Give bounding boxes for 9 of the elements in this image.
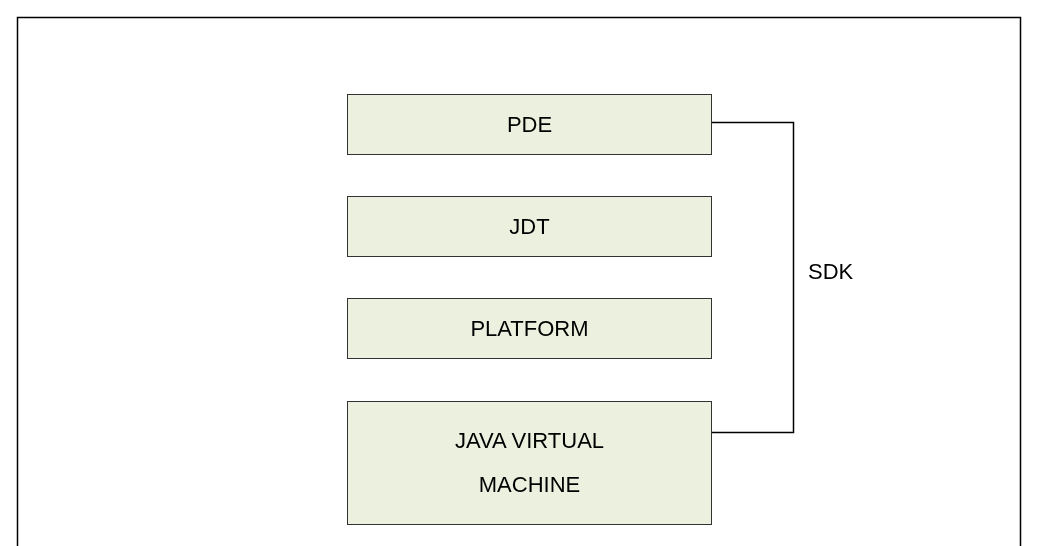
bracket-label: SDK [808, 259, 854, 285]
component-name: JAVA VIRTUAL MACHINE [453, 427, 606, 499]
component-name: PDE [506, 110, 553, 139]
component-name: PLATFORM [470, 314, 589, 343]
component-name: JDT [509, 212, 550, 241]
component-box [347, 94, 712, 155]
component-box [347, 298, 712, 359]
component-box [347, 196, 712, 257]
component-box [347, 401, 712, 525]
